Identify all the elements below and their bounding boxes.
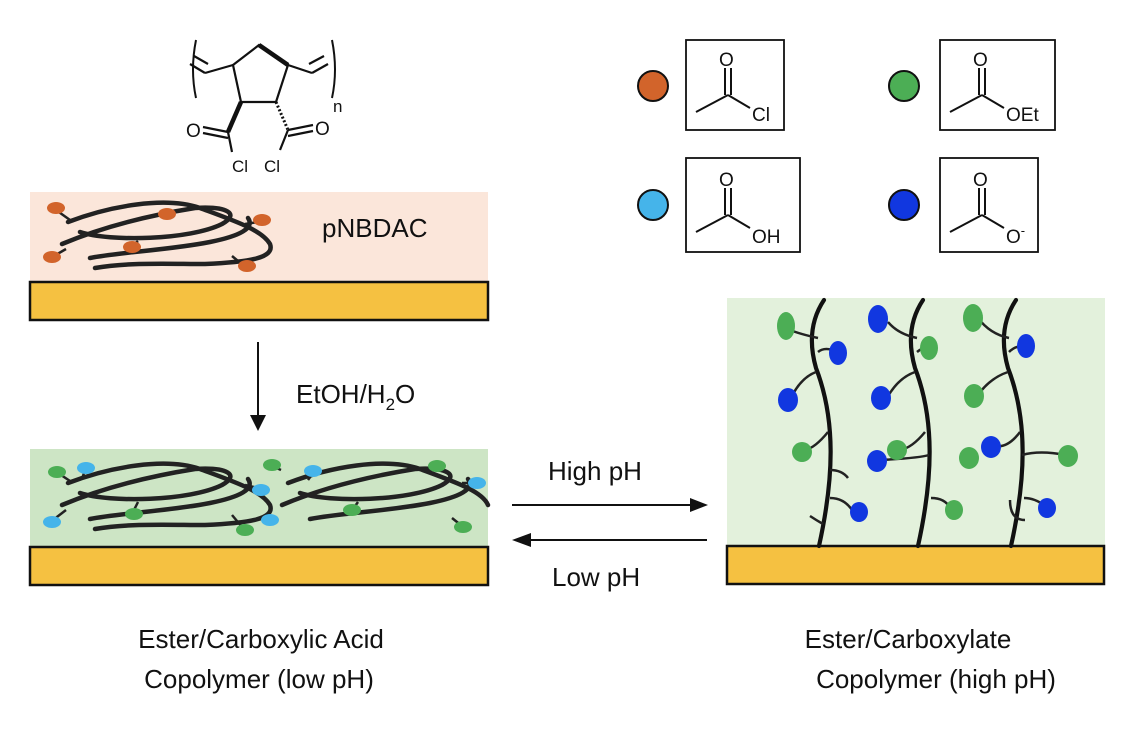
low-ph-label: Low pH bbox=[552, 562, 640, 592]
acyl-bonds bbox=[695, 188, 751, 233]
gold-substrate bbox=[725, 544, 1106, 586]
ester-carboxylate-film bbox=[725, 297, 1106, 586]
orange-dot bbox=[637, 70, 669, 102]
carbonyl-o-left: O bbox=[186, 121, 201, 142]
acyl-o: O bbox=[719, 170, 734, 191]
left-caption-line-2: Copolymer (low pH) bbox=[144, 664, 374, 694]
ester-acid-film bbox=[28, 449, 491, 587]
c-cl-right bbox=[278, 129, 290, 151]
acyl-group: OEt bbox=[1006, 105, 1039, 126]
acid-groups bbox=[43, 462, 486, 528]
legend-item-ethyl-ester: O OEt bbox=[888, 39, 1056, 131]
vinyl-double-left bbox=[193, 55, 209, 65]
wedge-bond bbox=[257, 43, 290, 67]
pnbdac-structure bbox=[189, 39, 336, 153]
reverse-arrowhead bbox=[512, 533, 531, 547]
light-blue-dot bbox=[637, 189, 669, 221]
c-cl-left bbox=[226, 131, 234, 153]
co-double-right-b bbox=[287, 129, 314, 138]
acyl-o: O bbox=[973, 50, 988, 71]
carbonyl-o-right: O bbox=[315, 119, 330, 140]
legend-item-acid-chloride: O Cl bbox=[637, 39, 785, 131]
co-double-right-a bbox=[287, 123, 314, 132]
acyl-bonds bbox=[949, 188, 1005, 233]
repeat-n: n bbox=[333, 97, 342, 116]
acyl-group: Cl bbox=[752, 105, 770, 126]
dark-blue-dot bbox=[888, 189, 920, 221]
acyl-group: O- bbox=[1006, 223, 1025, 248]
high-ph-label: High pH bbox=[548, 456, 642, 486]
vinyl-bond-left bbox=[204, 63, 234, 75]
forward-arrowhead bbox=[690, 498, 708, 512]
wedge-bond-left bbox=[225, 101, 244, 133]
legend: O Cl O OEt O OH bbox=[637, 39, 1056, 253]
legend-item-carboxylic-acid: O OH bbox=[637, 157, 801, 253]
legend-box bbox=[939, 39, 1056, 131]
acid-chloride-groups bbox=[43, 202, 271, 272]
legend-box bbox=[685, 157, 801, 253]
pnbdac-film: pNBDAC bbox=[28, 192, 490, 322]
legend-item-carboxylate: O O- bbox=[888, 157, 1039, 253]
green-dot bbox=[888, 70, 920, 102]
left-bracket bbox=[192, 39, 197, 99]
cyclopentane-ring bbox=[231, 43, 290, 104]
vinyl-bond-right-2 bbox=[311, 63, 329, 74]
acyl-bonds bbox=[695, 68, 751, 113]
polymer-chain bbox=[59, 200, 273, 271]
polymer-chains bbox=[59, 461, 491, 532]
co-double-left-a bbox=[202, 125, 229, 134]
reaction-arrow-down bbox=[250, 342, 266, 431]
gold-substrate bbox=[28, 280, 490, 322]
left-caption-line-1: Ester/Carboxylic Acid bbox=[138, 624, 384, 654]
acyl-bonds bbox=[949, 68, 1005, 113]
acyl-o: O bbox=[973, 170, 988, 191]
reagent-label: EtOH/H2O bbox=[296, 379, 415, 414]
legend-box bbox=[939, 157, 1039, 253]
legend-box bbox=[685, 39, 785, 131]
carboxylate-groups bbox=[778, 305, 1056, 522]
equilibrium-arrows bbox=[512, 498, 708, 547]
right-caption-line-1: Ester/Carboxylate bbox=[805, 624, 1012, 654]
gold-substrate bbox=[28, 545, 490, 587]
acyl-o: O bbox=[719, 50, 734, 71]
right-caption-line-2: Copolymer (high pH) bbox=[816, 664, 1056, 694]
ester-groups bbox=[777, 304, 1078, 520]
vinyl-bond-left-2 bbox=[189, 63, 206, 74]
dash-bond-right bbox=[274, 101, 290, 131]
polymer-brushes bbox=[809, 297, 1025, 549]
vinyl-double-right bbox=[308, 55, 325, 65]
cl-right: Cl bbox=[264, 157, 280, 176]
acyl-group: OH bbox=[752, 227, 781, 248]
cl-left: Cl bbox=[232, 157, 248, 176]
vinyl-bond-right bbox=[287, 63, 313, 75]
pnbdac-label: pNBDAC bbox=[322, 213, 427, 243]
right-bracket bbox=[331, 39, 336, 99]
co-double-left-b bbox=[202, 131, 229, 140]
ester-groups bbox=[48, 459, 472, 536]
